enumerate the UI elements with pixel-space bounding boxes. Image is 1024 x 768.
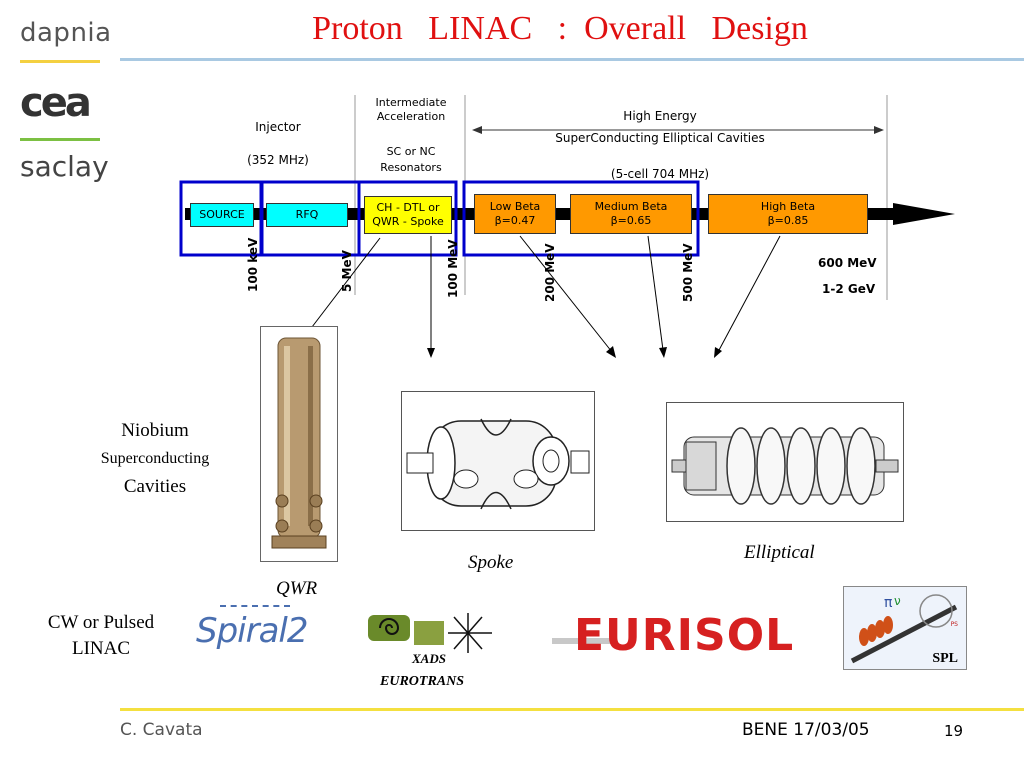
- elliptical-cavity-image: [666, 402, 904, 522]
- energy-500mev: 500 MeV: [681, 243, 695, 302]
- intermediate-label: Intermediate Acceleration: [375, 96, 447, 123]
- svg-text:ν: ν: [894, 594, 901, 608]
- page-number: 19: [944, 722, 964, 740]
- footer-author: C. Cavata: [120, 720, 203, 740]
- niobium-label: Niobium: [121, 420, 189, 441]
- energy-200mev: 200 MeV: [543, 243, 557, 302]
- high-energy-label: High Energy: [623, 109, 697, 123]
- slide-title: Proton LINAC : Overall Design: [312, 10, 808, 47]
- logo-divider: [20, 138, 100, 141]
- qwr-caption: QWR: [276, 578, 318, 599]
- spoke-cavity-image: [401, 391, 595, 531]
- cea-logo: cea: [20, 80, 92, 126]
- saclay-logo: saclay: [20, 150, 109, 183]
- spoke-caption: Spoke: [468, 552, 514, 573]
- elliptical-caption: Elliptical: [744, 542, 815, 563]
- title-underline: [120, 58, 1024, 61]
- energy-600mev: 600 MeV: [818, 256, 877, 270]
- rfq-box: RFQ: [266, 203, 348, 227]
- injector-label: Injector: [255, 120, 301, 134]
- eurotrans-label: EUROTRANS: [380, 674, 465, 689]
- footer-event: BENE 17/03/05: [742, 720, 870, 740]
- svg-text:π: π: [884, 595, 893, 611]
- energy-5mev: 5 MeV: [340, 250, 354, 292]
- injector-frequency: (352 MHz): [247, 153, 309, 167]
- resonators-label: SC or NC Resonators: [380, 145, 442, 174]
- xads-logo: XADS: [368, 605, 498, 677]
- source-box: SOURCE: [190, 203, 254, 227]
- eurisol-logo: EURISOL: [552, 608, 793, 668]
- qwr-cavity-image: [260, 326, 338, 562]
- cell-frequency: (5-cell 704 MHz): [610, 167, 710, 181]
- spl-logo: π ν PS SPL: [843, 586, 967, 670]
- energy-100mev: 100 MeV: [446, 239, 460, 298]
- superconducting-label: Superconducting: [100, 450, 210, 467]
- dapnia-logo: dapnia: [20, 18, 112, 48]
- cavities-label: Cavities: [123, 476, 187, 497]
- footer-divider: [120, 708, 1024, 711]
- superconducting-elliptical-label: SuperConducting Elliptical Cavities: [555, 131, 765, 145]
- energy-1-2gev: 1-2 GeV: [822, 282, 876, 296]
- spiral2-logo: Spiral2: [196, 605, 326, 655]
- energy-100kev: 100 keV: [246, 237, 260, 292]
- logo-divider: [20, 60, 100, 63]
